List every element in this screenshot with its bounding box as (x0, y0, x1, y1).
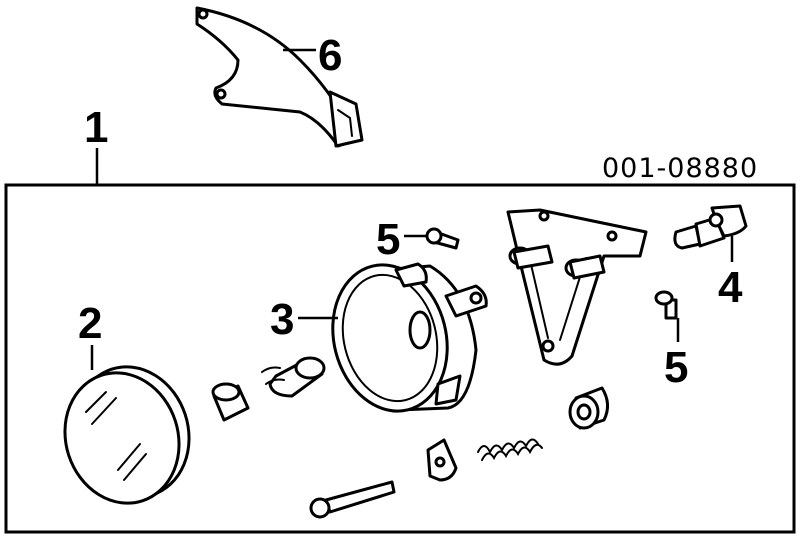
callout-6: 6 (318, 31, 342, 80)
callout-5-right: 5 (664, 343, 688, 392)
bushing (568, 386, 609, 430)
retaining-clip (426, 438, 458, 482)
callout-1: 1 (84, 103, 108, 152)
assembly-frame (4, 183, 796, 534)
part-5-screw-upper (425, 227, 460, 250)
mounting-bracket (506, 208, 648, 366)
reference-number: 001-08880 (602, 153, 758, 184)
callout-2: 2 (78, 299, 102, 348)
part-4-bulb (673, 204, 748, 250)
part-3-housing (331, 262, 488, 413)
part-6-shield-bracket (195, 6, 364, 148)
spring (477, 438, 543, 461)
part-5-screw-right (654, 290, 678, 320)
callout-4: 4 (718, 263, 743, 312)
adjusting-bolt (309, 480, 396, 519)
lamp-cap (211, 382, 250, 422)
part-2-lens (63, 365, 191, 505)
callout-5-upper: 5 (376, 215, 400, 264)
bulb-sleeve (261, 356, 326, 398)
callout-3: 3 (270, 295, 294, 344)
